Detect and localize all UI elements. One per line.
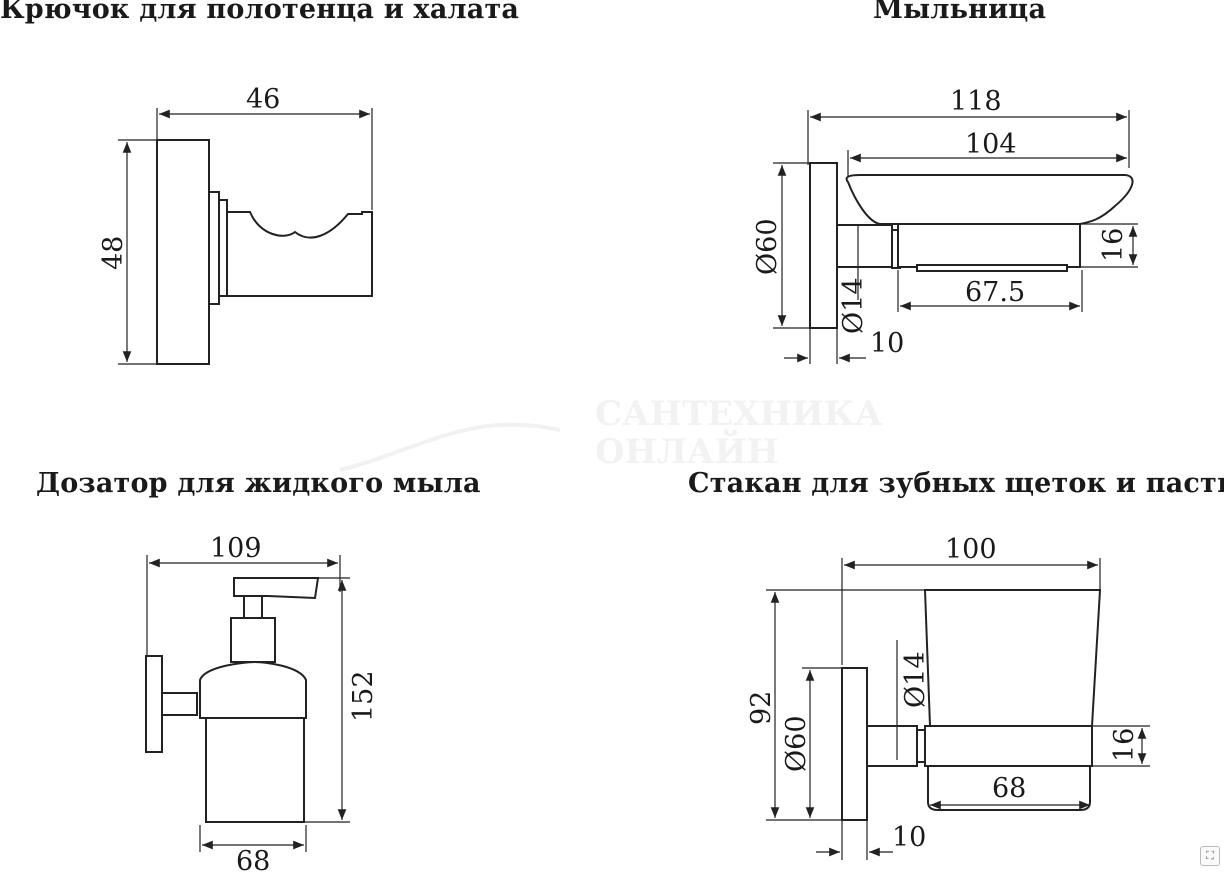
- watermark: САНТЕХНИКА ОНЛАЙН: [339, 394, 883, 472]
- hook-width-label: 46: [246, 84, 280, 115]
- soap-dish-length-67-label: 67.5: [965, 277, 1025, 308]
- cup-height-16-label: 16: [1109, 728, 1140, 762]
- svg-text:ОНЛАЙН: ОНЛАЙН: [595, 429, 779, 472]
- dispenser-drawing: 109 152 68: [145, 533, 379, 872]
- soap-dish-diameter-60-label: Ø60: [752, 219, 783, 276]
- dispenser-width-109-label: 109: [210, 533, 262, 564]
- cup-diameter-60-label: Ø60: [781, 716, 812, 773]
- expand-icon[interactable]: ⛶: [1200, 846, 1220, 866]
- soap-dish-drawing: 118 104 Ø60 16 67.5 Ø14 10: [752, 86, 1138, 364]
- cup-depth-10-label: 10: [892, 822, 926, 853]
- svg-text:САНТЕХНИКА: САНТЕХНИКА: [595, 394, 883, 434]
- soap-dish-depth-10-label: 10: [870, 328, 904, 359]
- soap-dish-diameter-14-label: Ø14: [838, 278, 869, 335]
- cup-width-68-label: 68: [992, 773, 1026, 804]
- cup-diameter-14-label: Ø14: [900, 652, 931, 709]
- soap-dish-height-16-label: 16: [1098, 228, 1129, 262]
- dispenser-height-152-label: 152: [348, 670, 379, 722]
- soap-dish-title: Мыльница: [873, 0, 1047, 25]
- cup-drawing: 100 92 Ø60 Ø14 16 68 10: [746, 534, 1150, 860]
- hook-height-label: 48: [98, 236, 129, 270]
- dispenser-title: Дозатор для жидкого мыла: [36, 468, 481, 499]
- cup-title: Стакан для зубных щеток и пасты: [688, 468, 1224, 499]
- dispenser-width-68-label: 68: [236, 846, 270, 872]
- hook-drawing: 46 48: [98, 84, 373, 365]
- soap-dish-width-118-label: 118: [950, 86, 1002, 117]
- cup-height-92-label: 92: [746, 691, 777, 725]
- soap-dish-width-104-label: 104: [965, 129, 1017, 160]
- hook-title: Крючок для полотенца и халата: [0, 0, 520, 25]
- cup-width-100-label: 100: [945, 534, 997, 565]
